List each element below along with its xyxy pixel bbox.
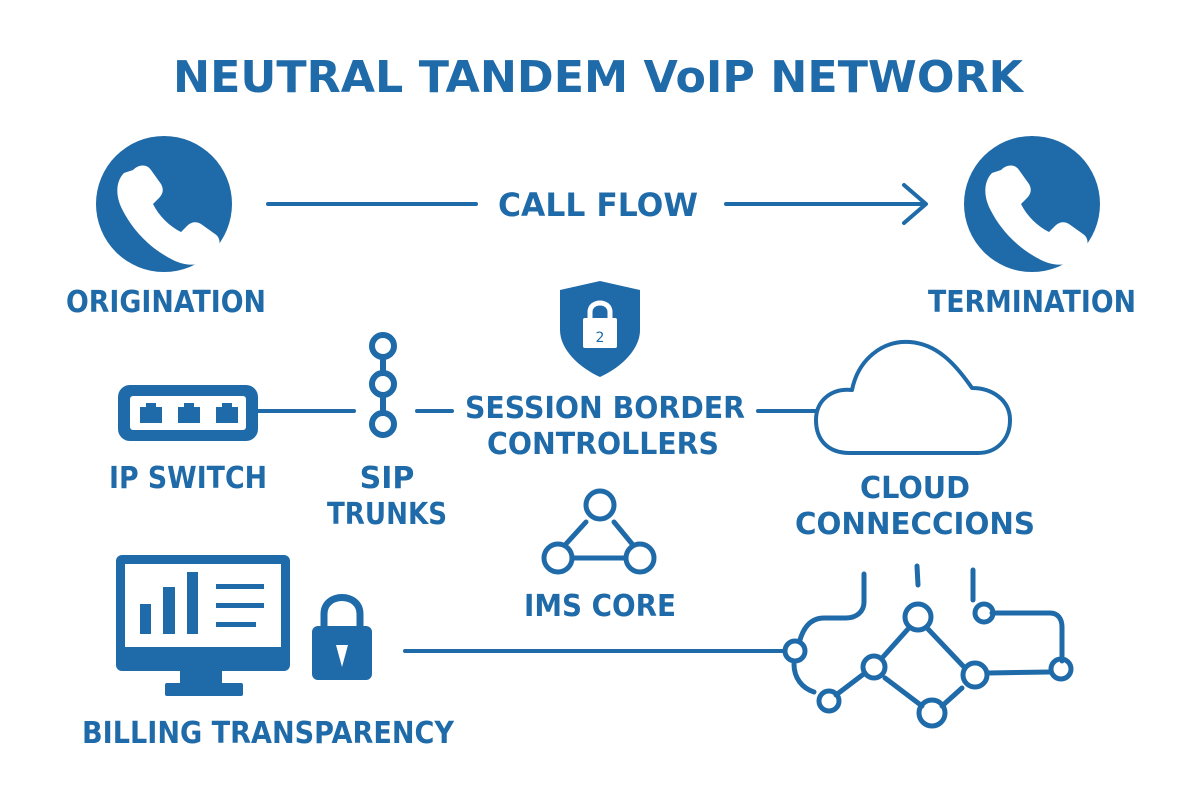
padlock-icon (312, 594, 372, 680)
monitor-chart-icon (116, 555, 290, 696)
mesh-network-icon (782, 563, 1074, 729)
chain-links-icon (369, 332, 397, 438)
sbc-label-line2: CONTROLLERS (487, 427, 719, 462)
sip-trunks-label-line1: SIP (360, 461, 415, 496)
diagram-title: NEUTRAL TANDEM VoIP NETWORK (173, 52, 1025, 103)
sbc-label-line1: SESSION BORDER (465, 391, 745, 426)
termination-label: TERMINATION (928, 285, 1136, 320)
shield-lock-icon: 2 (560, 281, 640, 377)
ims-core-label: IMS CORE (524, 589, 676, 624)
cloud-label-line2: CONNECCIONS (795, 507, 1035, 542)
network-switch-icon (118, 385, 258, 441)
cloud-icon (814, 339, 1012, 455)
sip-trunks-label-line2: TRUNKS (327, 497, 447, 532)
call-flow-arrowhead-icon (902, 183, 928, 225)
call-flow-label: CALL FLOW (498, 186, 698, 224)
triangle-network-icon (541, 488, 657, 575)
shield-badge-number: 2 (596, 330, 605, 346)
cloud-label-line1: CLOUD (860, 471, 970, 506)
termination-phone-icon (964, 136, 1100, 272)
ip-switch-label: IP SWITCH (109, 461, 267, 496)
origination-label: ORIGINATION (66, 285, 266, 320)
billing-transparency-label: BILLING TRANSPARENCY (82, 716, 455, 751)
origination-phone-icon (96, 136, 232, 272)
